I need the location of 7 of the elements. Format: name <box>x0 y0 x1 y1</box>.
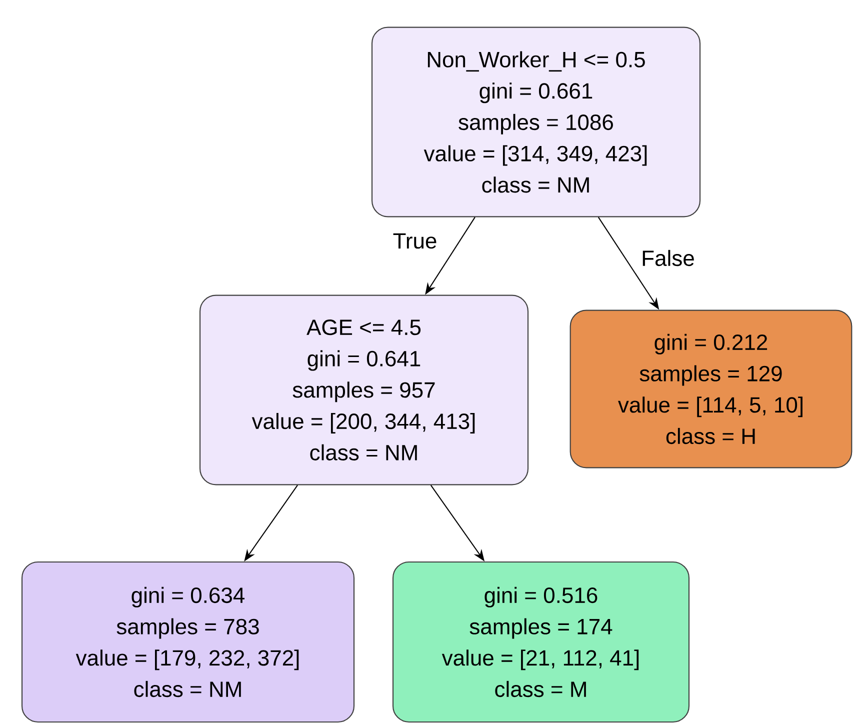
tree-node-box: gini = 0.516 samples = 174 value = [21, 112, 41] class = M <box>392 561 690 723</box>
tree-node-box: gini = 0.634 samples = 783 value = [179, 232, 372] class = NM <box>21 561 355 723</box>
tree-node-box: AGE <= 4.5 gini = 0.641 samples = 957 value = [200, 344, 413] class = NM <box>199 294 529 486</box>
edge-label: True <box>391 232 439 250</box>
edge-label: False <box>640 248 696 268</box>
tree-node-box: gini = 0.212 samples = 129 value = [114, 5, 10] class = H <box>570 310 852 468</box>
tree-node-box: Non_Worker_H <= 0.5 gini = 0.661 samples = 1086 value = [314, 349, 423] class = NM <box>371 26 701 218</box>
